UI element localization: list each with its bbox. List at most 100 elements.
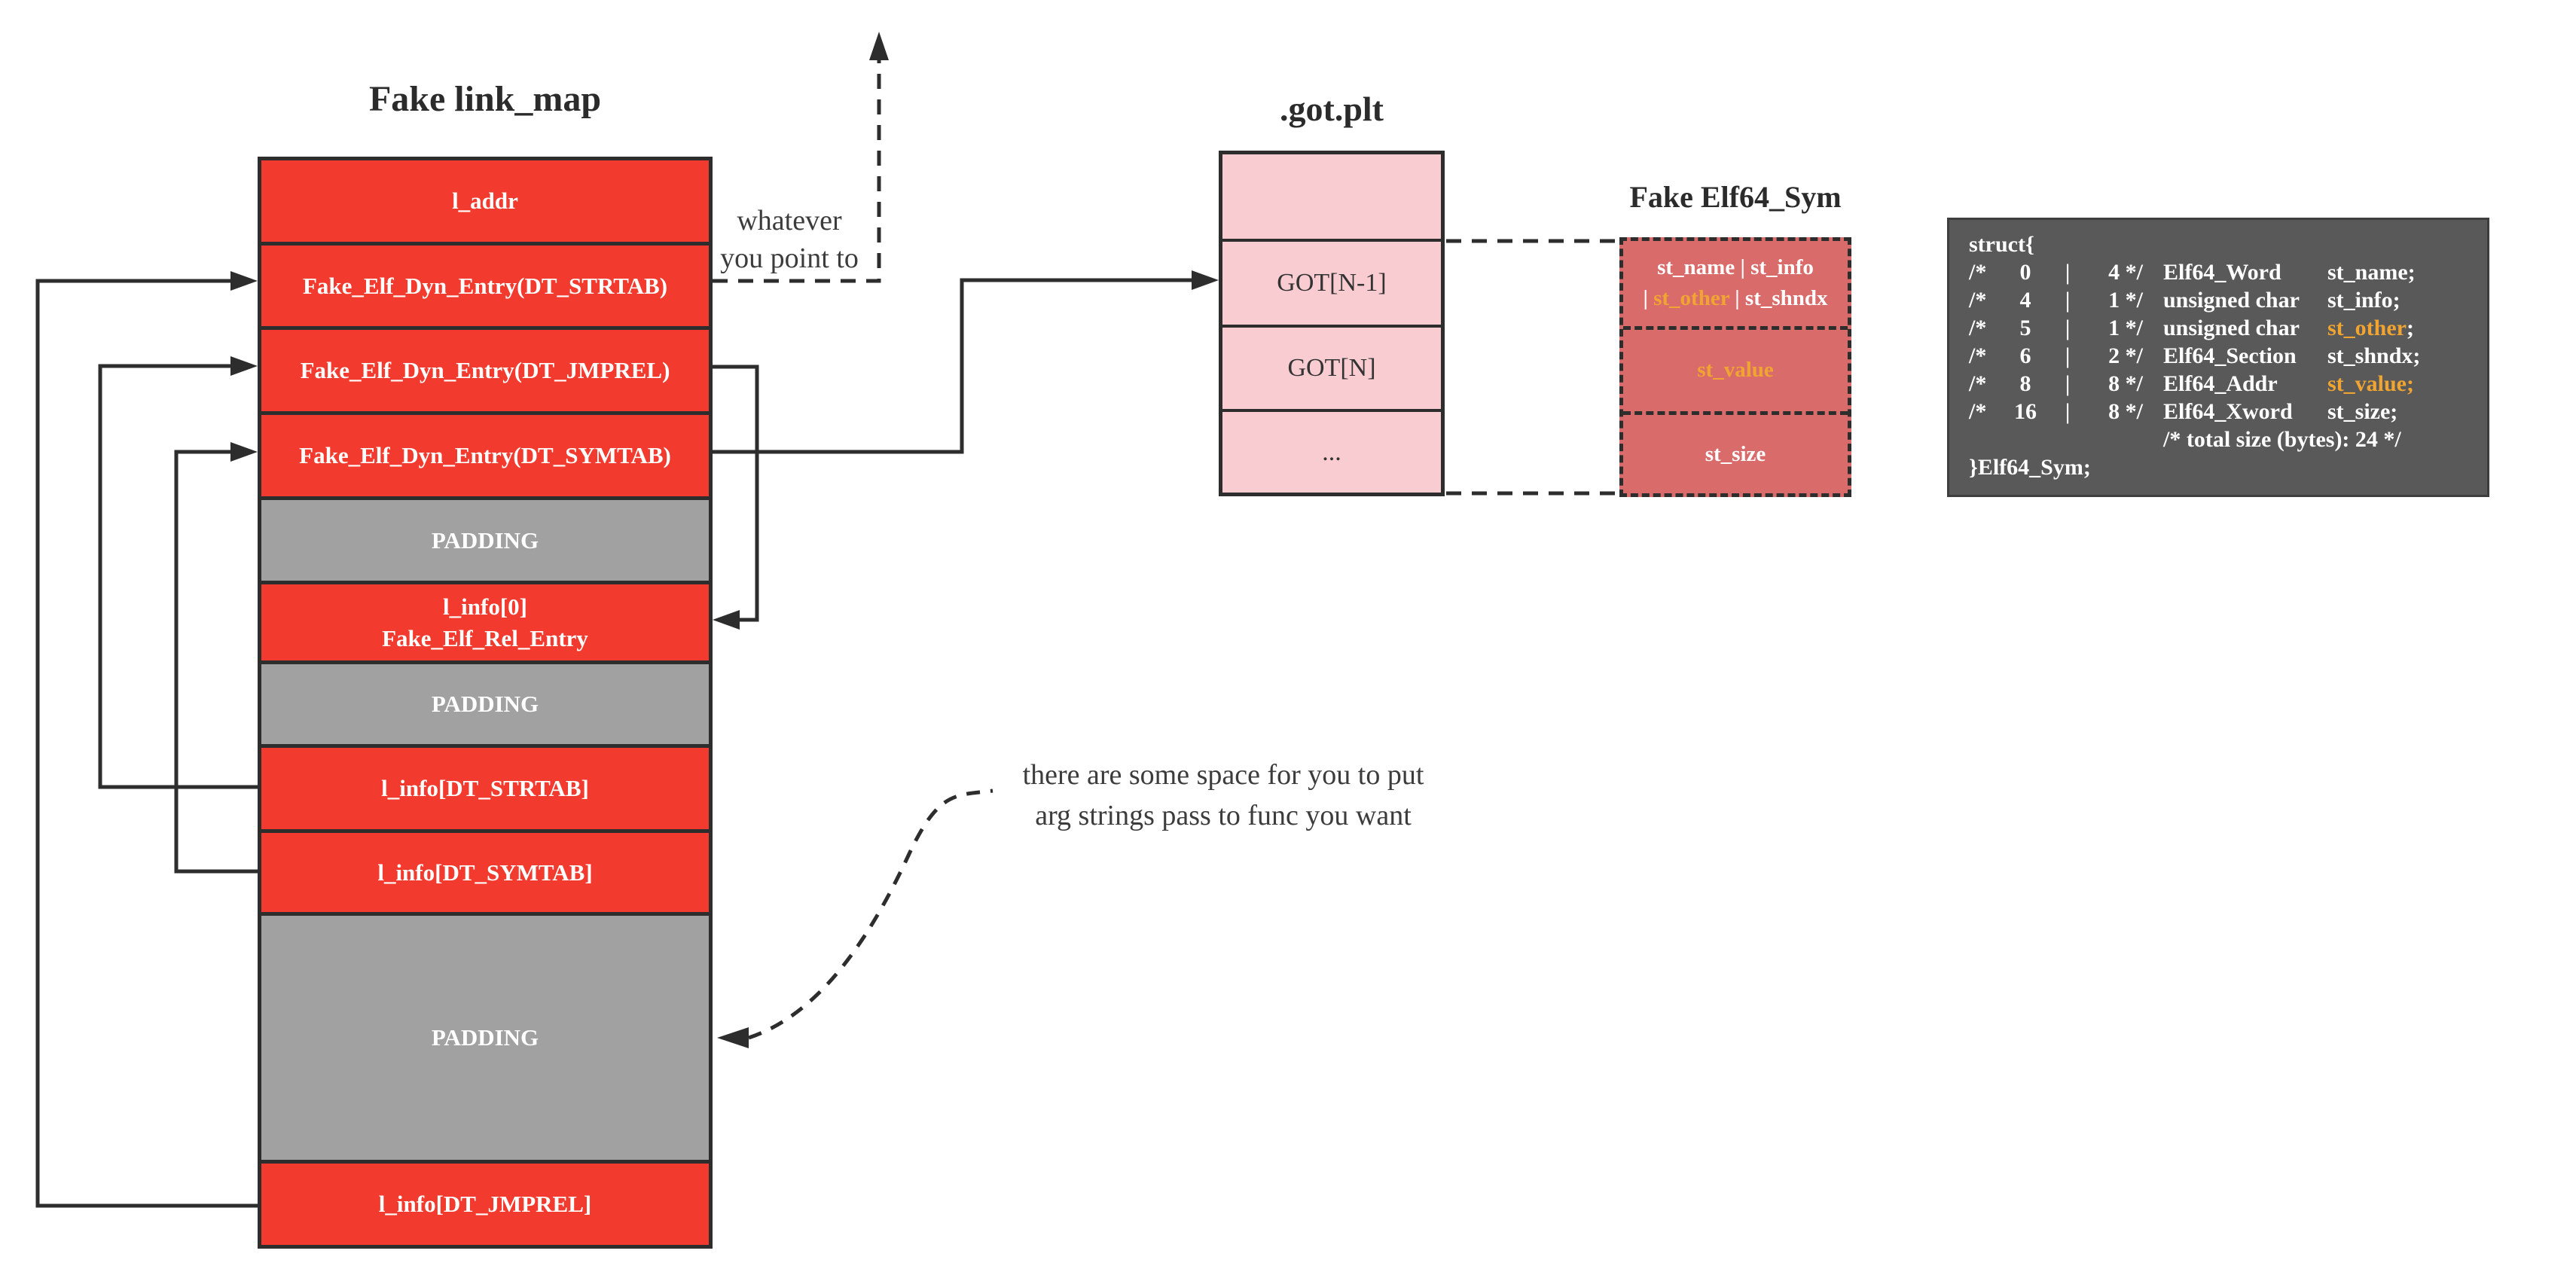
sym-row-line: st_name | st_info [1657, 252, 1814, 283]
link-map-row-label: Fake_Elf_Dyn_Entry(DT_STRTAB) [302, 272, 668, 299]
struct-total-size-line: /* total size (bytes): 24 */ [2163, 426, 2401, 452]
link-map-row-label: Fake_Elf_Rel_Entry [382, 624, 588, 651]
label-segment: 8 */ [2108, 398, 2143, 424]
struct-cell-num: 8 [2004, 371, 2047, 397]
pointer-linfo-symtab-to-dyn-symtab [174, 450, 258, 874]
link-map-row-label: PADDING [431, 526, 539, 554]
struct-cell-size: 1 */ [2088, 288, 2163, 313]
note-line: there are some space for you to put [1022, 759, 1424, 791]
struct-cell-pre: /* [1969, 316, 2004, 341]
sym-row-line: st_size [1705, 439, 1766, 470]
struct-cell-type: Elf64_Addr [2163, 371, 2327, 397]
label-segment: st_shndx; [2327, 343, 2421, 368]
arrowhead-padding [717, 1027, 749, 1048]
got-row: GOT[N] [1222, 324, 1441, 410]
struct-cell-type: Elf64_Xword [2163, 399, 2327, 425]
struct-cell-name: st_info; [2327, 288, 2487, 313]
struct-cell-num: 16 [2004, 399, 2047, 425]
label-segment: Elf64_Section [2163, 343, 2297, 368]
label-segment: | [2065, 287, 2071, 313]
label-segment: | [2065, 398, 2071, 424]
link-map-row: l_info[DT_JMPREL] [261, 1159, 709, 1246]
link-map-row-label: PADDING [431, 691, 539, 718]
got-row: GOT[N-1] [1222, 239, 1441, 325]
label-segment: | [2065, 371, 2071, 396]
link-map-row-label: l_info[DT_JMPREL] [378, 1190, 592, 1217]
struct-cell-size: 4 */ [2088, 260, 2163, 285]
label-segment: st_size; [2327, 398, 2398, 424]
label-segment: unsigned char [2163, 287, 2300, 313]
link-map-row: l_info[DT_SYMTAB] [261, 828, 709, 913]
struct-cell-type: unsigned char [2163, 288, 2327, 313]
label-segment: st_other [2327, 315, 2407, 340]
got-plt-title: .got.plt [1280, 90, 1384, 128]
struct-cell-type: Elf64_Section [2163, 343, 2327, 369]
struct-cell-pre: /* [1969, 260, 2004, 285]
struct-cell-num: 0 [2004, 260, 2047, 285]
label-segment: /* [1969, 287, 1987, 313]
label-segment: 8 [2019, 371, 2031, 396]
link-map-row: Fake_Elf_Dyn_Entry(DT_STRTAB) [261, 242, 709, 327]
note-whatever-you-point-to: whatever you point to [699, 202, 880, 277]
arrowhead-whatever-up [869, 32, 889, 60]
note-line: arg strings pass to func you want [1035, 800, 1412, 831]
label-segment: | [1643, 286, 1654, 311]
struct-cell-pre: /* [1969, 371, 2004, 397]
sym-row-line: st_value [1697, 355, 1774, 386]
struct-cell-pre: /* [1969, 343, 2004, 369]
link-map-row-label: l_addr [452, 188, 518, 215]
arrowhead-got [1192, 270, 1219, 290]
label-segment: | st_shndx [1729, 286, 1828, 311]
label-segment: 8 */ [2108, 371, 2143, 396]
struct-cell-name: st_value; [2327, 371, 2487, 397]
label-segment: st_value [1697, 358, 1774, 383]
struct-cell-type: unsigned char [2163, 316, 2327, 341]
link-map-row-label: l_info[DT_STRTAB] [381, 774, 589, 801]
struct-open-line: struct{ [1969, 231, 2034, 257]
link-map-row-label: Fake_Elf_Dyn_Entry(DT_JMPREL) [300, 357, 670, 384]
label-segment: | [2065, 259, 2071, 285]
link-map-row: Fake_Elf_Dyn_Entry(DT_JMPREL) [261, 326, 709, 411]
struct-cell-size: 8 */ [2088, 399, 2163, 425]
pointer-linfo-strtab-to-dyn-jmprel [98, 364, 258, 789]
label-segment: ; [2406, 315, 2414, 340]
label-segment: 0 [2019, 259, 2031, 285]
arrowhead-dyn-strtab [230, 271, 258, 291]
sym-row: st_size [1623, 411, 1848, 493]
struct-cell-pipe: | [2047, 343, 2088, 369]
label-segment: st_other [1653, 286, 1730, 311]
struct-cell-name: st_name; [2327, 260, 2487, 285]
dashed-arrow-arg-space-note [748, 789, 993, 1040]
label-segment: st_name; [2327, 259, 2416, 285]
struct-cell-pipe: | [2047, 316, 2088, 341]
label-segment: /* [1969, 315, 1987, 340]
link-map-title: Fake link_map [368, 79, 602, 119]
struct-cell-pipe: | [2047, 260, 2088, 285]
struct-cell-pre: /* [1969, 399, 2004, 425]
fake-elf64-sym-title: Fake Elf64_Sym [1629, 180, 1842, 214]
link-map-row: l_info[0]Fake_Elf_Rel_Entry [261, 581, 709, 661]
arrowhead-dyn-jmprel [230, 356, 258, 376]
label-segment: 4 */ [2108, 259, 2143, 285]
note-arg-strings-space: there are some space for you to put arg … [993, 755, 1454, 836]
label-segment: 1 */ [2108, 315, 2143, 340]
struct-cell-num: 6 [2004, 343, 2047, 369]
pointer-linfo-jmprel-to-dyn-strtab [35, 279, 258, 1208]
label-segment: 16 [2014, 398, 2037, 424]
label-segment: 6 [2019, 343, 2031, 368]
link-map-row: l_info[DT_STRTAB] [261, 743, 709, 829]
label-segment: 2 */ [2108, 343, 2143, 368]
struct-cell-pipe: | [2047, 371, 2088, 397]
label-segment: /* [1969, 371, 1987, 396]
label-segment: 1 */ [2108, 287, 2143, 313]
label-segment: | [2065, 315, 2071, 340]
link-map-row-label: l_info[DT_SYMTAB] [377, 859, 593, 886]
label-segment: st_info; [2327, 287, 2401, 313]
